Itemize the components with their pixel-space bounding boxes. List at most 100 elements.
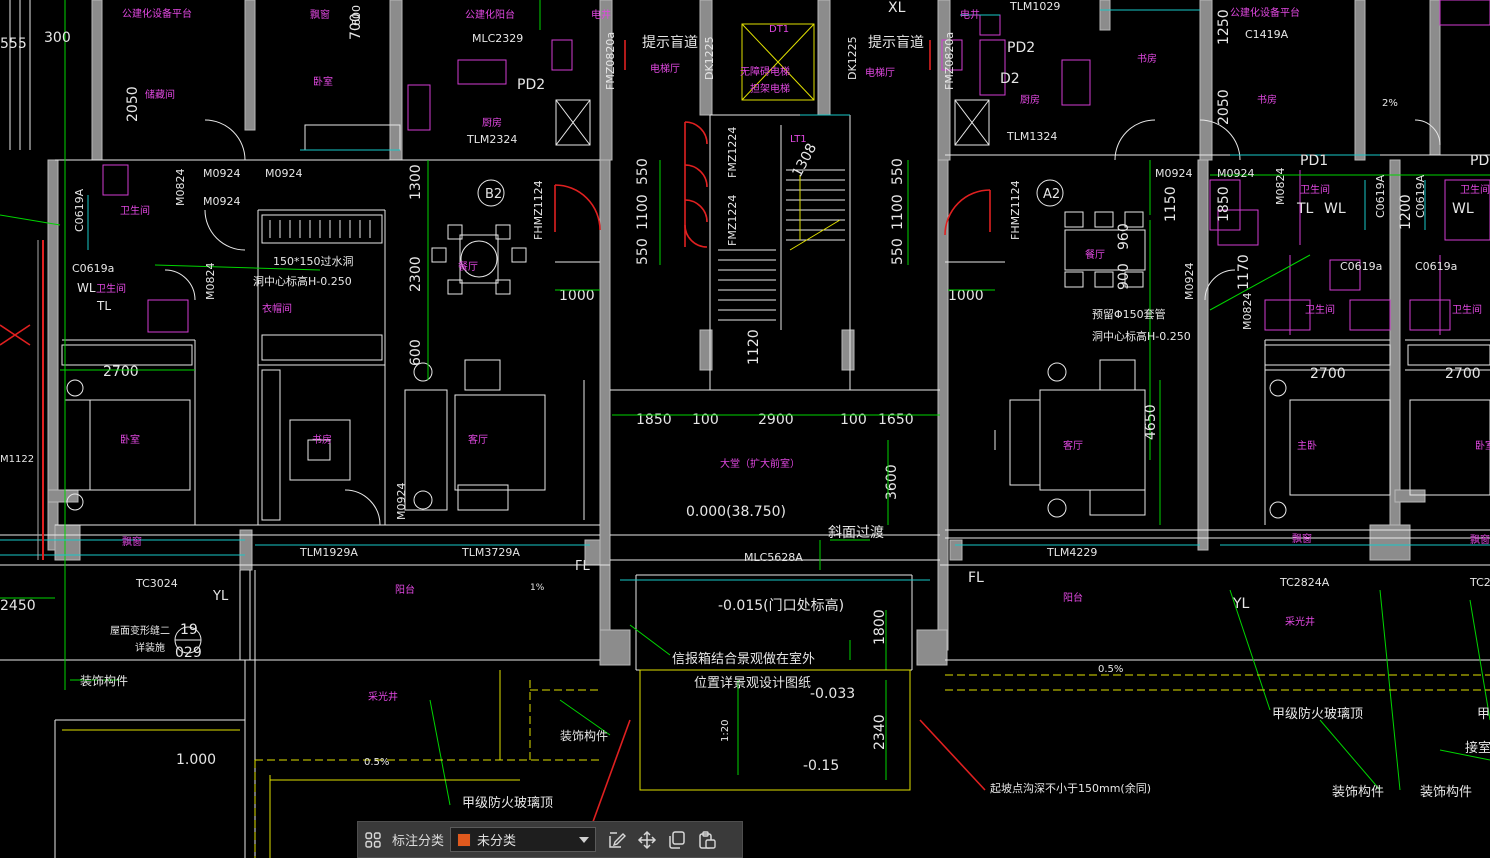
slope-text: 1:20 — [720, 720, 731, 742]
axis-number: 19 — [180, 622, 198, 638]
chevron-down-icon — [579, 836, 590, 843]
room-label: 阳台 — [1063, 591, 1083, 604]
room-label: 卫生间 — [120, 204, 150, 217]
dimension: 1650 — [878, 412, 914, 428]
dimension: 1150 — [1163, 186, 1179, 222]
room-label: 担架电梯 — [750, 82, 790, 95]
door-code: FMZ0820a — [943, 32, 956, 90]
window-code: C0619a — [1340, 260, 1382, 273]
door-code: M0924 — [1155, 167, 1193, 180]
room-label: 阳台 — [395, 583, 415, 596]
axis-number: 029 — [175, 645, 202, 661]
door-code: FHMZ1124 — [1009, 180, 1022, 240]
dimension: 600 — [408, 339, 424, 366]
door-window-code: TLM2324 — [466, 133, 517, 146]
door-code: M0924 — [1183, 263, 1196, 301]
category-color-swatch — [457, 832, 472, 847]
note-text: 信报箱结合景观做在室外 — [672, 651, 815, 667]
copy-icon[interactable] — [662, 825, 692, 855]
door-code: M0824 — [1241, 293, 1254, 331]
door-window-code: TLM3729A — [461, 546, 520, 559]
room-label: 餐厅 — [458, 260, 478, 273]
note-text: 装饰构件 — [560, 728, 608, 743]
elevation-text: -0.015(门口处标高) — [718, 597, 844, 614]
room-label: 电梯厅 — [865, 66, 895, 79]
window-code: TC2 — [1469, 576, 1490, 589]
room-label: 卫生间 — [1305, 303, 1335, 316]
dimension: 900 — [1116, 263, 1132, 290]
dimension: 2340 — [872, 714, 888, 750]
pipe-label: PD1 — [1300, 153, 1328, 169]
edit-icon[interactable] — [602, 825, 632, 855]
room-label: 电梯厅 — [650, 62, 680, 75]
category-select[interactable]: 未分类 — [450, 827, 597, 852]
door-window-code: TLM1324 — [1006, 130, 1057, 143]
dimension: 2050 — [125, 86, 141, 122]
grid-icon[interactable] — [358, 825, 388, 855]
note-text: 150*150过水洞 — [273, 255, 354, 268]
elevation-text: -0.033 — [810, 686, 855, 702]
pipe-label: WL — [1324, 201, 1346, 217]
door-code: M0924 — [203, 195, 241, 208]
window-code: TC3024 — [135, 577, 178, 590]
room-label: 卫生间 — [1452, 303, 1482, 316]
dining-table-b2 — [431, 224, 527, 295]
note-text: 装饰构件 — [1332, 785, 1384, 800]
roof-lines-yellow — [62, 669, 1490, 858]
note-text: 洞中心标高H-0.250 — [1092, 329, 1191, 343]
room-label: 餐厅 — [1085, 248, 1105, 261]
window-code: C0619A — [1414, 174, 1427, 218]
fire-doors — [0, 40, 991, 831]
elevation-text: 1.000 — [176, 752, 216, 768]
window-code: C0619A — [1374, 174, 1387, 218]
door-swings — [164, 119, 1441, 526]
room-label: 飘窗 — [1470, 533, 1490, 546]
stair-treads — [718, 125, 845, 330]
dimension: 1850 — [1216, 186, 1232, 222]
door-code: M0924 — [395, 483, 408, 521]
door-code: FMZ1224 — [726, 127, 739, 178]
room-label: 厨房 — [482, 116, 502, 129]
pipe-label: TL — [96, 299, 111, 313]
door-code: FHMZ1124 — [532, 180, 545, 240]
room-label: 卫生间 — [96, 282, 126, 295]
door-code: M0824 — [174, 169, 187, 207]
pipe-label: PD — [1470, 153, 1489, 169]
room-label: 卧室 — [120, 433, 140, 446]
room-label: 书房 — [312, 433, 332, 446]
category-label: 标注分类 — [392, 833, 445, 848]
dimension: 2450 — [0, 598, 36, 614]
slope-text: 1% — [530, 583, 545, 593]
elevator-shaft — [555, 23, 990, 146]
door-window-code: TLM4229 — [1046, 546, 1097, 559]
room-label: 储藏间 — [145, 88, 175, 101]
annotation-labels: B2 A2 MLC2329 TLM2324 TLM1324 TLM1029 PD… — [0, 0, 1490, 811]
unit-label-a2: A2 — [1043, 187, 1060, 202]
door-code: M0924 — [265, 167, 303, 180]
dimension: 100 — [692, 412, 719, 428]
dimension: 600 — [350, 5, 363, 26]
note-text: 起坡点沟深不小于150mm(余同) — [990, 781, 1151, 795]
unit-markers — [174, 179, 1064, 654]
room-label: 采光井 — [1285, 615, 1315, 628]
room-label: 书房 — [1257, 93, 1277, 106]
room-label: LT1 — [790, 134, 807, 145]
window-code: C0619a — [72, 262, 114, 275]
dimension: 550 — [635, 238, 651, 265]
move-icon[interactable] — [632, 825, 662, 855]
dimension: 1300 — [408, 164, 424, 200]
pipe-label: XL — [888, 0, 906, 16]
door-code: M0824 — [204, 263, 217, 301]
note-text: 提示盲道 — [868, 34, 924, 51]
note-text: 提示盲道 — [642, 34, 698, 51]
room-label: 无障碍电梯 — [740, 65, 790, 78]
dimension: 960 — [1116, 223, 1132, 250]
note-text: 甲级防火玻璃顶 — [1272, 706, 1363, 722]
room-label: 卧室 — [1475, 439, 1490, 452]
slope-text: 0.5% — [364, 757, 389, 768]
paste-icon[interactable] — [692, 825, 722, 855]
note-text: 甲级防火玻璃顶 — [462, 795, 553, 811]
door-window-code: TLM1029 — [1009, 0, 1060, 13]
room-label: 客厅 — [468, 433, 488, 446]
